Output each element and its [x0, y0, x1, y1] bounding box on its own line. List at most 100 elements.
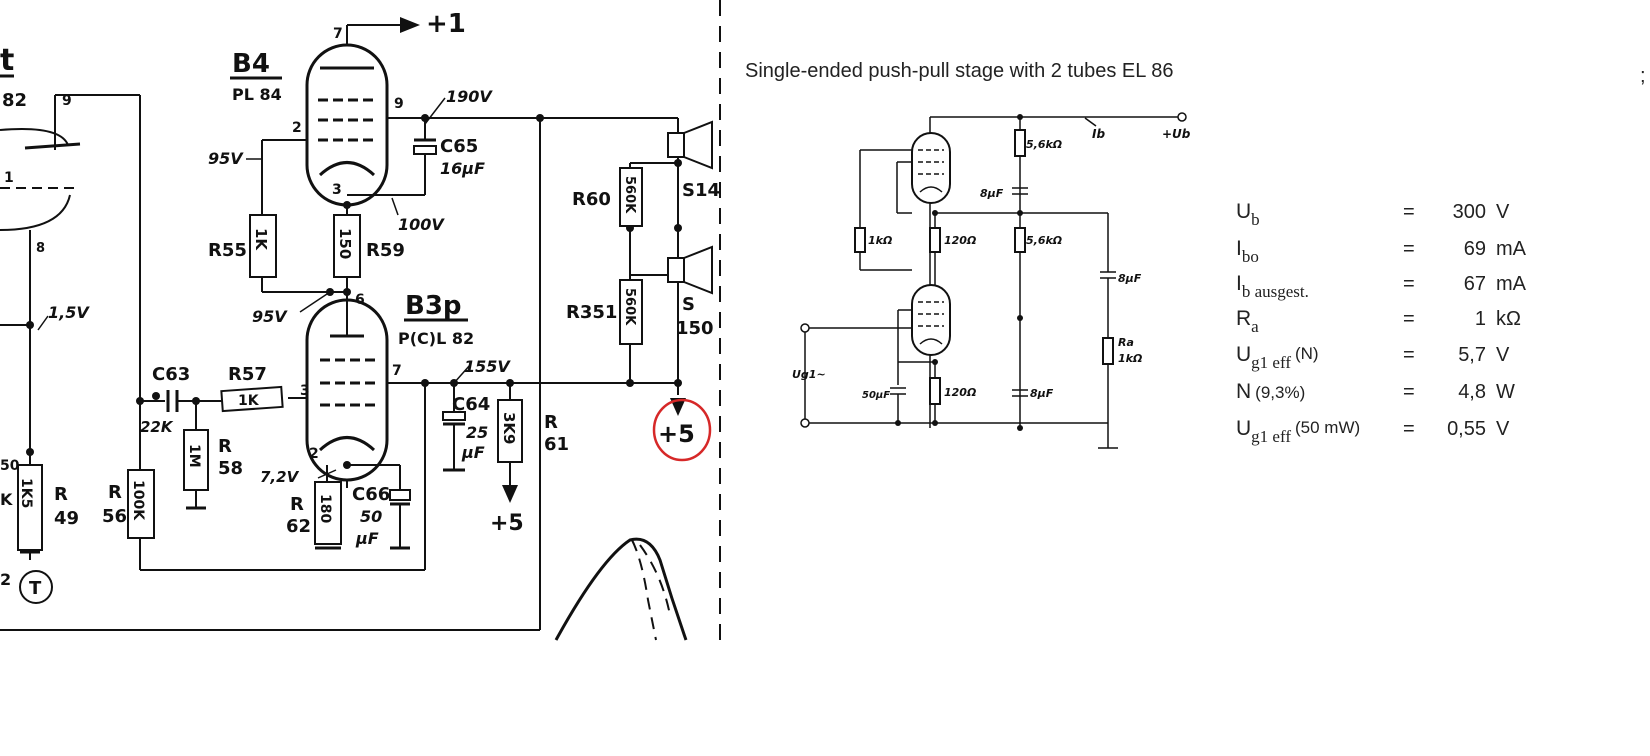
r55-label: R55 — [208, 240, 247, 261]
spec-value: 300 — [1453, 201, 1486, 223]
svg-text:Ib: Ib — [1092, 127, 1105, 141]
svg-text:560K: 560K — [622, 176, 637, 214]
svg-text:7: 7 — [392, 363, 402, 379]
svg-text:R: R — [544, 412, 558, 433]
pushpull-schematic: 5,6kΩ Ib +Ub 1 — [792, 112, 1191, 449]
spec-label: Ub — [1236, 200, 1260, 229]
tube-left-ref: t — [0, 43, 14, 78]
spec-label: Ib ausgest. — [1236, 272, 1309, 301]
svg-text:8: 8 — [36, 241, 45, 256]
tube-left-type: 82 — [2, 90, 27, 111]
spec-equals: = — [1403, 418, 1415, 440]
svg-text:1: 1 — [4, 170, 14, 186]
spec-value: 5,7 — [1458, 344, 1486, 366]
svg-text:μF: μF — [355, 529, 379, 548]
svg-text:9: 9 — [62, 93, 72, 109]
trace-curve-outer — [554, 537, 688, 641]
c65-label: C65 — [440, 136, 478, 157]
spec-equals: = — [1403, 344, 1415, 366]
speaker-s150-icon — [667, 257, 685, 283]
svg-text:50: 50 — [0, 458, 20, 474]
r56-resistor — [127, 469, 155, 539]
svg-text:9: 9 — [394, 96, 404, 112]
spec-label: N(9,3%) — [1236, 380, 1305, 403]
spec-unit: mA — [1496, 238, 1527, 260]
svg-text:2: 2 — [309, 446, 319, 462]
svg-text:58: 58 — [218, 458, 243, 479]
spec-unit: W — [1496, 381, 1515, 403]
svg-text:S: S — [682, 294, 695, 315]
svg-text:8μF: 8μF — [1030, 387, 1054, 400]
svg-text:100K: 100K — [130, 480, 146, 521]
r59-resistor — [333, 214, 361, 278]
c64-label: C64 — [452, 394, 490, 415]
svg-text:1kΩ: 1kΩ — [868, 234, 892, 247]
svg-text:K: K — [0, 490, 13, 509]
edge-glyph: ; — [1640, 65, 1646, 87]
trace-curve-inner — [631, 539, 657, 641]
b3p-wiring: 155V C64 25 μF 3K9 +5 R 61 1K R57 — [0, 118, 682, 631]
voltage-95-b: 95V — [252, 307, 288, 326]
svg-text:+Ub: +Ub — [1162, 127, 1191, 141]
voltage-95-a: 95V — [208, 149, 244, 168]
spec-row: Ug1 eff(N) = 5,7 V — [1236, 343, 1510, 372]
voltage-100: 100V — [398, 215, 445, 234]
svg-text:2: 2 — [0, 570, 11, 589]
svg-text:Ra: Ra — [1118, 336, 1134, 349]
spec-label: Ug1 eff(N) — [1236, 343, 1319, 372]
svg-text:R: R — [108, 482, 122, 503]
svg-text:R: R — [54, 484, 68, 505]
svg-text:5,6kΩ: 5,6kΩ — [1026, 138, 1062, 151]
tube-b3p-type: P(C)L 82 — [398, 329, 474, 348]
svg-text:5,6kΩ: 5,6kΩ — [1026, 234, 1062, 247]
spec-unit: mA — [1496, 273, 1527, 295]
svg-text:150: 150 — [336, 228, 354, 259]
supply-plus5-bottom: +5 — [490, 511, 524, 536]
svg-text:8μF: 8μF — [980, 187, 1004, 200]
svg-text:150: 150 — [676, 318, 714, 339]
spec-equals: = — [1403, 201, 1415, 223]
svg-text:16μF: 16μF — [440, 159, 485, 178]
voltage-1-5: 1,5V — [48, 303, 90, 322]
tube-b3p-ref: B3p — [405, 291, 462, 321]
spec-label: Ug1 eff(50 mW) — [1236, 417, 1360, 446]
svg-text:R: R — [290, 494, 304, 515]
r57-resistor — [220, 385, 284, 413]
svg-text:120Ω: 120Ω — [944, 386, 976, 399]
spec-equals: = — [1403, 273, 1415, 295]
tube-b4-type: PL 84 — [232, 85, 282, 104]
svg-text:49: 49 — [54, 508, 79, 529]
c66-label: C66 — [352, 484, 390, 505]
svg-text:3K9: 3K9 — [500, 412, 518, 445]
svg-text:50μF: 50μF — [862, 390, 890, 401]
svg-text:25: 25 — [466, 423, 488, 442]
svg-text:1K: 1K — [252, 228, 270, 251]
svg-text:T: T — [29, 578, 42, 599]
voltage-7-2: 7,2V — [260, 468, 300, 486]
tube-b3p: 6 7 3 2 B3p P(C)L 82 — [300, 291, 474, 482]
supply-plus5-circled: +5 — [658, 420, 695, 448]
svg-text:560K: 560K — [622, 288, 637, 326]
spec-value: 69 — [1464, 238, 1486, 260]
tube-upper-icon — [911, 132, 951, 204]
spec-label: Ibo — [1236, 237, 1259, 266]
r55-resistor — [249, 214, 277, 278]
spec-equals: = — [1403, 381, 1415, 403]
spec-unit: kΩ — [1496, 308, 1521, 330]
spec-unit: V — [1496, 344, 1510, 366]
supply-plus1: +1 — [426, 9, 466, 39]
voltage-190: 190V — [446, 87, 493, 106]
highlight-circle — [652, 398, 712, 462]
right-panel: Single-ended push-pull stage with 2 tube… — [745, 50, 1650, 449]
svg-text:3: 3 — [332, 182, 342, 198]
r351-label: R351 — [566, 302, 617, 323]
svg-text:1K: 1K — [238, 393, 260, 409]
svg-text:R: R — [218, 436, 232, 457]
tube-lower-icon — [911, 284, 951, 356]
b4-wiring: 190V C65 16μF 100V 95V 1K R55 150 R59 95… — [208, 87, 544, 326]
